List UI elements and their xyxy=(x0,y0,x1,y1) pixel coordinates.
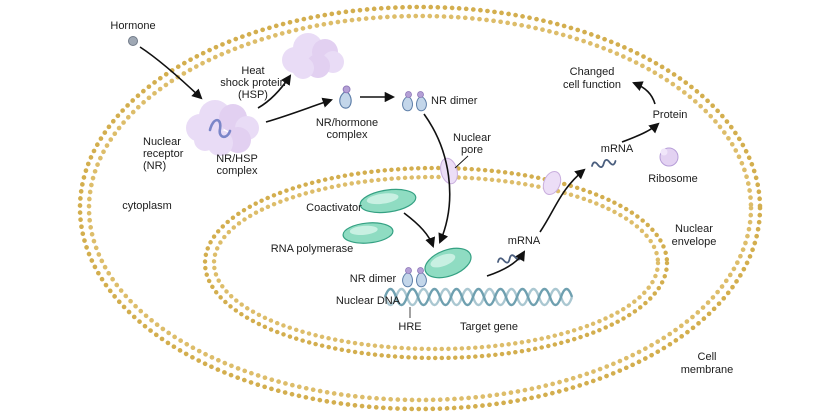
label-target-gene: Target gene xyxy=(460,321,518,333)
label-hsp-line2: shock protein xyxy=(220,77,285,89)
label-hsp-line3: (HSP) xyxy=(238,89,268,101)
label-hre: HRE xyxy=(398,321,421,333)
label-cytoplasm: cytoplasm xyxy=(122,200,172,212)
label-nuclear-receptor-line1: Nuclear xyxy=(143,136,181,148)
label-protein: Protein xyxy=(653,109,688,121)
label-ribosome: Ribosome xyxy=(648,173,698,185)
label-nuclear-envelope-line1: Nuclear xyxy=(675,223,713,235)
hsp-cloud xyxy=(282,33,344,79)
label-rna-polymerase: RNA polymerase xyxy=(271,243,354,255)
nr-hormone-complex xyxy=(339,85,352,109)
label-nuclear-receptor-line2: receptor xyxy=(143,148,184,160)
coactivator-shape xyxy=(359,188,417,214)
nr-dimer-top xyxy=(402,91,427,112)
label-nuclear-dna: Nuclear DNA xyxy=(336,295,401,307)
rna-polymerase-on-dna xyxy=(424,247,472,279)
label-nr-dimer-top: NR dimer xyxy=(431,95,478,107)
arrow-gene-to-mrna xyxy=(486,250,526,277)
arrow-coactivator-to-assembly xyxy=(403,212,436,248)
label-mrna-nucleus: mRNA xyxy=(508,235,541,247)
arrow-complex-to-nr-hormone xyxy=(265,97,333,123)
label-nuclear-pore-line2: pore xyxy=(461,144,483,156)
nuclear-pore-pointer-line xyxy=(454,155,469,169)
label-nuclear-receptor-line3: (NR) xyxy=(143,160,166,172)
label-nuclear-pore-line1: Nuclear xyxy=(453,132,491,144)
arrow-complex-to-hsp xyxy=(257,74,292,109)
label-mrna-cytoplasm: mRNA xyxy=(601,143,634,155)
nuclear-receptor-squiggle xyxy=(208,118,232,139)
label-hormone: Hormone xyxy=(110,20,155,32)
mrna-squiggle-cytoplasm xyxy=(591,159,617,168)
hormone-ball xyxy=(128,36,138,46)
label-coactivator: Coactivator xyxy=(306,202,362,214)
label-cell-membrane-line2: membrane xyxy=(681,364,734,376)
nuclear-envelope-ring xyxy=(202,165,670,361)
label-nr-hsp-complex-line2: complex xyxy=(217,165,258,177)
label-nuclear-envelope-line2: envelope xyxy=(672,236,717,248)
ribosome-shape xyxy=(659,147,679,167)
label-nr-hormone-complex-line2: complex xyxy=(327,129,368,141)
cell-membrane-ring xyxy=(77,4,763,412)
arrow-hormone-to-nr xyxy=(139,46,203,100)
rna-polymerase-shape xyxy=(342,222,394,244)
label-changed-cell-function-line2: cell function xyxy=(563,79,621,91)
label-hsp-line1: Heat xyxy=(241,65,264,77)
nr-dimer-dna xyxy=(402,267,427,288)
label-cell-membrane-line1: Cell xyxy=(698,351,717,363)
arrow-protein-to-function xyxy=(632,81,656,105)
label-nr-dimer-bottom: NR dimer xyxy=(350,273,397,285)
label-changed-cell-function-line1: Changed xyxy=(570,66,615,78)
nuclear-pore-right xyxy=(542,170,562,196)
label-nr-hsp-complex-line1: NR/HSP xyxy=(216,153,258,165)
dna-helix xyxy=(383,287,574,318)
arrow-mrna-out-of-nucleus xyxy=(539,168,586,233)
arrow-dimer-into-nucleus xyxy=(423,113,451,244)
nr-hsp-complex xyxy=(186,100,259,156)
label-nr-hormone-complex-line1: NR/hormone xyxy=(316,117,378,129)
arrows xyxy=(139,46,660,277)
arrow-mrna-to-protein xyxy=(621,122,660,143)
